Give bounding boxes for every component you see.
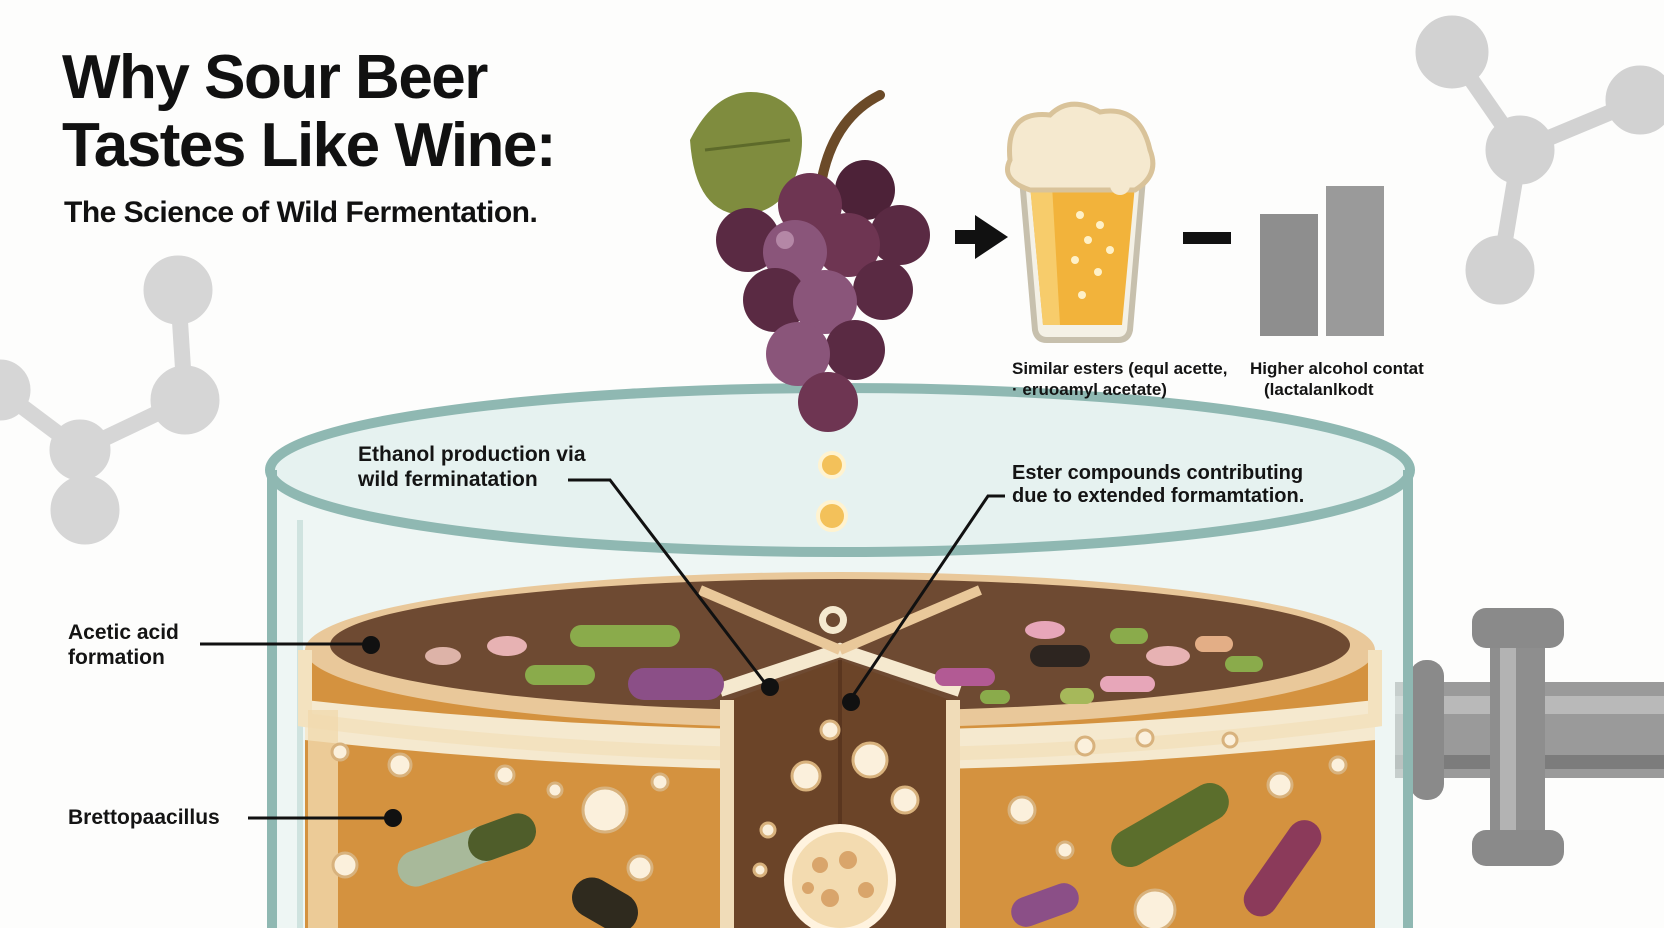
title-line-1: Why Sour Beer [62, 43, 488, 112]
esters-caption-line-1: Similar esters (equl acette, [1012, 359, 1228, 378]
ester-annotation: Ester compounds contributing due to exte… [1012, 462, 1304, 508]
beer-glass-icon [1005, 101, 1156, 343]
ethanol-annotation: Ethanol production via wild ferminatatio… [358, 442, 586, 492]
molecule-left [0, 255, 220, 545]
ethanol-annotation-line-1: Ethanol production via [358, 443, 586, 466]
alcohol-caption-line-2: (lactalanlkodt [1264, 380, 1374, 399]
alcohol-caption-line-1: Higher alcohol contat [1250, 359, 1424, 378]
yeast-cell [784, 824, 896, 928]
brett-annotation: Brettopaacillus [68, 806, 220, 829]
droplets [816, 451, 848, 532]
esters-caption: Similar esters (equl acette, · eruoamyl … [1012, 358, 1227, 400]
arrow-right-icon [955, 215, 1008, 259]
alcohol-caption: Higher alcohol contat (lactalanlkodt [1250, 358, 1424, 400]
ester-annotation-line-1: Ester compounds contributing [1012, 462, 1304, 484]
page-subtitle: The Science of Wild Fermentation. [64, 196, 538, 229]
leader-lines [200, 478, 1005, 820]
bubbles [330, 719, 1348, 928]
title-line-2: Tastes Like Wine: [62, 111, 557, 180]
beer-liquid [298, 572, 1382, 928]
grape-cluster [690, 90, 930, 432]
esters-caption-line-2: · eruoamyl acetate) [1012, 380, 1167, 399]
acetic-acid-annotation: Acetic acid formation [68, 620, 179, 670]
acetic-acid-annotation-line-2: formation [68, 646, 165, 669]
tap-pipe [1395, 608, 1664, 866]
molecule-right [1415, 15, 1664, 305]
ester-annotation-line-2: due to extended formamtation. [1012, 485, 1305, 507]
surface-bacteria [425, 606, 1263, 704]
bar-chart-icon [1260, 186, 1384, 336]
acetic-acid-annotation-line-1: Acetic acid [68, 621, 179, 644]
rod-bacteria [397, 783, 1322, 928]
page-title: Why Sour Beer Tastes Like Wine: [62, 43, 557, 180]
dash-icon [1183, 232, 1231, 244]
leader-dots [362, 636, 860, 827]
ethanol-annotation-line-2: wild ferminatation [358, 468, 538, 491]
